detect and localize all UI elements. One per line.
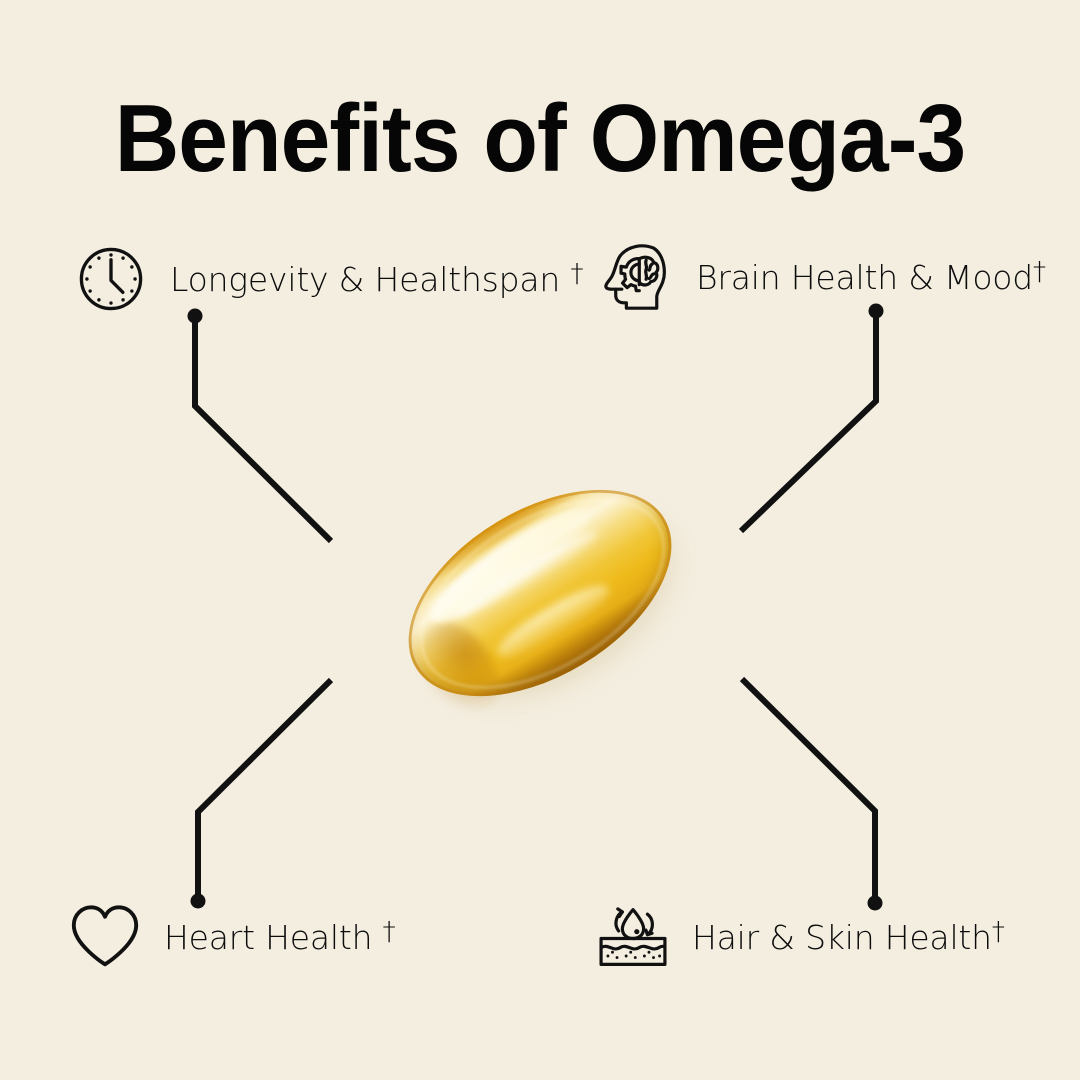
connector-dot-skin bbox=[867, 895, 883, 911]
footnote-marker: † bbox=[382, 917, 396, 947]
softgel-capsule bbox=[372, 446, 719, 750]
benefit-label-text: Heart Health bbox=[164, 918, 373, 957]
connector-dot-heart bbox=[190, 893, 206, 909]
skin-hydration-icon bbox=[594, 898, 672, 976]
clock-icon bbox=[72, 240, 150, 318]
connector-brain bbox=[738, 313, 879, 534]
benefit-label-text: Longevity & Healthspan bbox=[170, 260, 561, 299]
brain-head-icon bbox=[598, 238, 676, 316]
benefit-label-brain: Brain Health & Mood† bbox=[696, 257, 1046, 297]
benefit-label-text: Brain Health & Mood bbox=[696, 258, 1034, 297]
benefit-item-skin: Hair & Skin Health† bbox=[594, 898, 1005, 976]
footnote-marker: † bbox=[570, 259, 584, 289]
page-title: Benefits of Omega-3 bbox=[114, 85, 966, 192]
benefit-item-longevity: Longevity & Healthspan † bbox=[72, 240, 583, 318]
benefit-item-heart: Heart Health † bbox=[66, 898, 396, 976]
benefit-label-heart: Heart Health † bbox=[164, 917, 396, 957]
connector-dot-longevity bbox=[187, 308, 203, 324]
connector-longevity bbox=[192, 318, 334, 544]
benefit-item-brain: Brain Health & Mood† bbox=[598, 238, 1046, 316]
benefit-label-text: Hair & Skin Health bbox=[692, 918, 992, 957]
footnote-marker: † bbox=[1033, 257, 1046, 287]
benefit-label-longevity: Longevity & Healthspan † bbox=[170, 259, 583, 299]
heart-icon bbox=[66, 898, 144, 976]
connector-heart bbox=[195, 677, 334, 899]
connector-skin bbox=[739, 676, 878, 901]
benefit-label-skin: Hair & Skin Health† bbox=[692, 917, 1005, 957]
footnote-marker: † bbox=[991, 917, 1005, 947]
connector-dot-brain bbox=[868, 303, 884, 319]
